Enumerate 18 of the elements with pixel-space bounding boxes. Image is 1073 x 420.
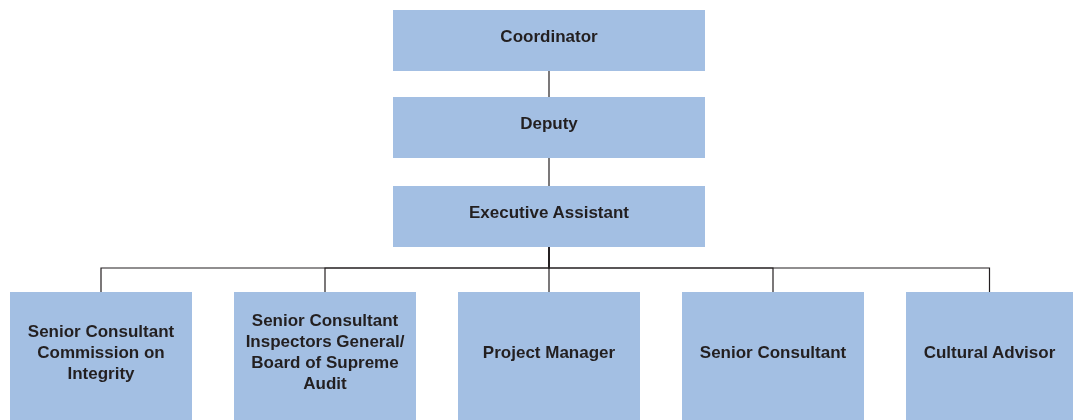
connector-line xyxy=(548,70,550,98)
position-box xyxy=(234,292,416,420)
position-title: Project Manager xyxy=(482,341,616,363)
position-title: Cultural Advisor xyxy=(923,341,1056,363)
position-title: Senior Consultant Inspectors General/ Board of Supreme Audit xyxy=(244,310,406,394)
connector-line xyxy=(548,157,550,187)
position-box xyxy=(393,10,705,71)
position-title: Executive Assistant xyxy=(469,202,629,223)
position-box xyxy=(906,292,1073,420)
position-box xyxy=(10,292,192,420)
position-box xyxy=(393,97,705,158)
position-title: Senior Consultant Commission on Integrity xyxy=(26,320,176,384)
position-box xyxy=(393,186,705,247)
position-title: Coordinator xyxy=(500,26,598,47)
position-box xyxy=(682,292,864,420)
position-box xyxy=(458,292,640,420)
position-title: Deputy xyxy=(520,113,578,134)
position-title: Senior Consultant xyxy=(699,341,847,363)
